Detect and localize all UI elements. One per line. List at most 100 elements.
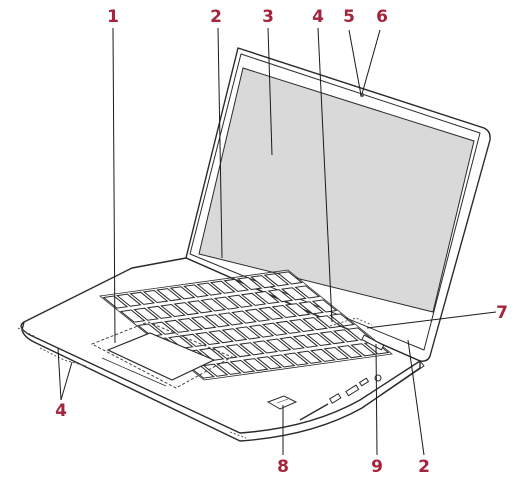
callout-3: 3 — [262, 7, 274, 27]
keyboard-key — [208, 330, 234, 344]
keyboard-key — [202, 363, 229, 377]
keyboard-key — [242, 358, 269, 372]
leader-4-left-b — [60, 361, 73, 401]
speaker-front-grille — [229, 431, 247, 439]
side-ports — [299, 377, 370, 421]
keyboard-key — [296, 350, 323, 364]
callout-labels: 1 2 3 4 5 6 7 4 8 9 2 — [55, 7, 508, 477]
keyboard-key — [288, 318, 315, 333]
keyboard-key — [217, 312, 244, 326]
keyboard-key — [190, 316, 217, 330]
keyboard-key — [177, 317, 204, 332]
keyboard-key — [319, 331, 346, 345]
keyboard-key — [164, 319, 190, 333]
keyboard-key — [310, 348, 336, 362]
keyboard-key — [254, 290, 280, 305]
touchpad — [106, 332, 216, 381]
speakers — [17, 327, 247, 439]
keyboard-key — [200, 298, 227, 312]
keyboard-key — [102, 295, 129, 309]
leader-lines — [57, 27, 497, 456]
keyboard-key — [279, 336, 306, 350]
keyboard-key — [306, 332, 332, 347]
keyboard-key — [169, 286, 196, 300]
keyboard-key — [265, 338, 292, 352]
keyboard-key — [248, 324, 275, 338]
keyboard-key — [213, 296, 240, 310]
callout-5: 5 — [343, 7, 355, 27]
callout-7: 7 — [496, 303, 508, 323]
keyboard-key — [311, 299, 338, 313]
leader-6 — [361, 29, 381, 95]
keyboard-key — [269, 354, 296, 368]
leader-3 — [267, 27, 273, 156]
speaker-left-dashed — [39, 347, 87, 367]
touchpad-buttons-line — [101, 357, 167, 387]
leader-1 — [112, 27, 116, 344]
keyboard-key — [258, 306, 284, 320]
touchpad-dashed-outline — [90, 321, 234, 389]
keyboard-key — [277, 271, 303, 285]
keyboard-key — [250, 275, 276, 289]
keyboard-key — [323, 346, 350, 361]
keyboard-key — [173, 302, 200, 316]
leader-7 — [366, 311, 497, 329]
keyboard-key — [261, 322, 288, 336]
keyboard-key — [209, 280, 236, 294]
keyboard-key — [275, 320, 302, 334]
keyboard-key — [329, 313, 355, 327]
leader-2-bottom — [407, 339, 425, 456]
keyboard-key — [198, 347, 225, 361]
keyboard-key — [133, 307, 160, 321]
keyboard-key — [146, 305, 173, 319]
keyboard-key — [137, 323, 163, 337]
keyboard-key — [267, 289, 294, 303]
keyboard-key — [238, 342, 265, 356]
keyboard-key — [227, 294, 254, 308]
keyboard-key — [229, 359, 256, 374]
keyboard-key — [221, 328, 248, 342]
keyboard-key — [240, 292, 267, 306]
keyboard-key — [156, 288, 182, 302]
keyboard-key — [194, 331, 221, 346]
keyboard-key — [235, 326, 261, 340]
keyboard-key — [231, 310, 257, 324]
keyboard-key — [332, 329, 359, 343]
keyboard-key — [212, 345, 238, 360]
screen-panel — [198, 67, 475, 313]
keyboard-key — [271, 304, 298, 319]
keyboard-key — [263, 273, 290, 287]
keyboard-key — [204, 314, 231, 328]
keyboard-key — [129, 291, 156, 305]
keyboard-key — [119, 309, 146, 323]
keyboard-key — [186, 300, 213, 314]
leader-4-left-a — [57, 347, 62, 401]
keyboard-key — [298, 301, 325, 315]
callout-8: 8 — [277, 457, 289, 477]
callout-1: 1 — [107, 7, 119, 27]
leader-5 — [348, 29, 362, 96]
callout-4-left: 4 — [55, 401, 67, 421]
keyboard-key — [350, 343, 377, 357]
keyboard-key — [223, 278, 250, 292]
keyboard-key — [252, 340, 279, 354]
keyboard-key — [280, 287, 307, 301]
keyboard-key — [292, 334, 319, 348]
keyboard-key — [256, 356, 283, 370]
keyboard-key — [183, 284, 209, 298]
keyboard-key — [225, 344, 252, 358]
callout-4-top: 4 — [312, 7, 324, 27]
keyboard — [99, 269, 393, 381]
keyboard-key — [336, 345, 363, 359]
keyboard-key — [302, 317, 328, 331]
leader-2-top — [217, 27, 223, 259]
keyboard-key — [284, 303, 311, 317]
speaker-left-grille — [17, 327, 35, 337]
keyboard-key — [294, 285, 321, 299]
keyboard-key — [160, 303, 186, 318]
keyboard-key — [283, 352, 309, 366]
keyboard-key — [115, 293, 142, 307]
keyboard-key — [142, 289, 169, 304]
